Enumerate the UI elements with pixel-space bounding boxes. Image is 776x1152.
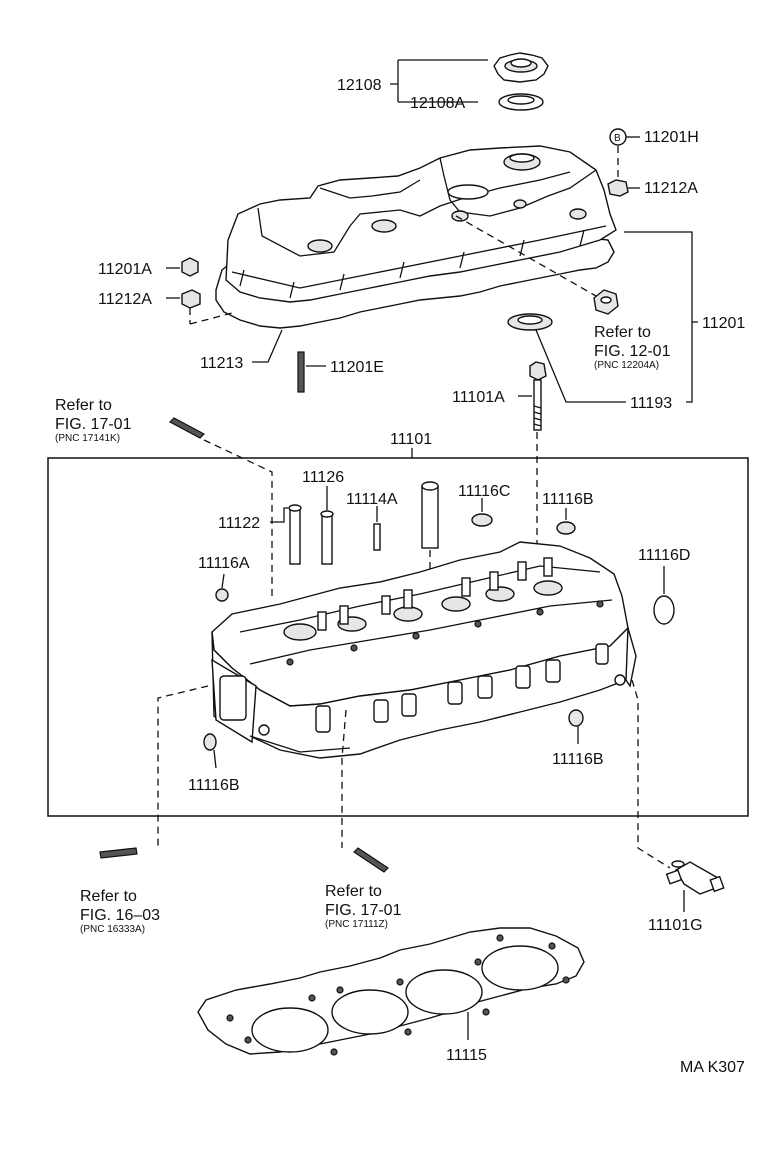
- ref-17-01-bottom-line1: Refer to: [325, 883, 382, 900]
- cover-grommet-ref: [593, 289, 619, 315]
- drawing-code: MA K307: [680, 1059, 745, 1076]
- head-bolt-11101A: [529, 361, 547, 431]
- label-11201H: 11201H: [644, 129, 699, 146]
- label-11115: 11115: [446, 1047, 487, 1064]
- label-11101: 11101: [390, 431, 432, 448]
- ref-12-01-pnc: (PNC 12204A): [594, 360, 659, 371]
- ref-16-03-line2: FIG. 16–03: [80, 907, 160, 924]
- b-mark: B: [614, 133, 621, 144]
- seal-washer-11193: [507, 313, 553, 331]
- label-12108: 12108: [337, 77, 382, 94]
- cover-washer-left: [181, 289, 201, 309]
- cylinder-head-frame: [47, 457, 749, 817]
- plug-11116D: [653, 595, 675, 625]
- plug-11116A: [215, 588, 229, 602]
- pin-11114A: [373, 523, 381, 551]
- plug-11116B-top: [556, 521, 576, 535]
- plug-11116C: [471, 513, 493, 527]
- cylinder-head: [211, 541, 637, 759]
- label-11116C: 11116C: [458, 483, 510, 500]
- label-11101G: 11101G: [648, 917, 703, 934]
- ref-17-01-top-line2: FIG. 17-01: [55, 416, 132, 433]
- ref-17-01-top-pnc: (PNC 17141K): [55, 433, 120, 444]
- stud-11201E: [297, 351, 305, 393]
- stud-ref-17-01-bottom: [353, 847, 389, 873]
- valve-guide-11126: [320, 510, 334, 565]
- ref-17-01-bottom-pnc: (PNC 17111Z): [325, 919, 388, 930]
- cylinder-head-cover: [215, 145, 617, 329]
- label-11201A: 11201A: [98, 261, 152, 278]
- plug-11116B-left: [203, 733, 217, 751]
- label-11122: 11122: [218, 515, 260, 532]
- label-11213: 11213: [200, 355, 243, 372]
- label-11126: 11126: [302, 469, 344, 486]
- head-gasket: [197, 927, 585, 1056]
- label-11201: 11201: [702, 315, 745, 332]
- label-11193: 11193: [630, 395, 672, 412]
- label-11201E: 11201E: [330, 359, 384, 376]
- oil-filler-cap: [493, 52, 549, 83]
- label-11116B-left: 11116B: [188, 777, 240, 794]
- sleeve-tube: [421, 481, 439, 549]
- label-11116A: 11116A: [198, 555, 250, 572]
- label-12108A: 12108A: [410, 95, 465, 112]
- label-11101A: 11101A: [452, 389, 505, 406]
- ref-12-01-line2: FIG. 12-01: [594, 343, 671, 360]
- plug-11116B-right: [568, 709, 584, 727]
- valve-guide-11122: [288, 504, 302, 565]
- cover-nut-left: [181, 257, 199, 277]
- ref-16-03-line1: Refer to: [80, 888, 137, 905]
- label-11114A: 11114A: [346, 491, 398, 508]
- cover-seal-washer: [607, 179, 629, 197]
- label-11116B-right: 11116B: [552, 751, 604, 768]
- stud-ref-16-03: [99, 847, 138, 859]
- ref-16-03-pnc: (PNC 16333A): [80, 924, 145, 935]
- oil-filler-gasket: [498, 93, 544, 111]
- ref-17-01-bottom-line2: FIG. 17-01: [325, 902, 402, 919]
- label-11212A-right: 11212A: [644, 180, 698, 197]
- union-fitting-11101G: [665, 860, 725, 895]
- ref-12-01-line1: Refer to: [594, 324, 651, 341]
- ref-17-01-top-line1: Refer to: [55, 397, 112, 414]
- label-11116D: 11116D: [638, 547, 690, 564]
- label-11212A-left: 11212A: [98, 291, 152, 308]
- stud-ref-17-01-top: [169, 417, 205, 439]
- label-11116B-top: 11116B: [542, 491, 594, 508]
